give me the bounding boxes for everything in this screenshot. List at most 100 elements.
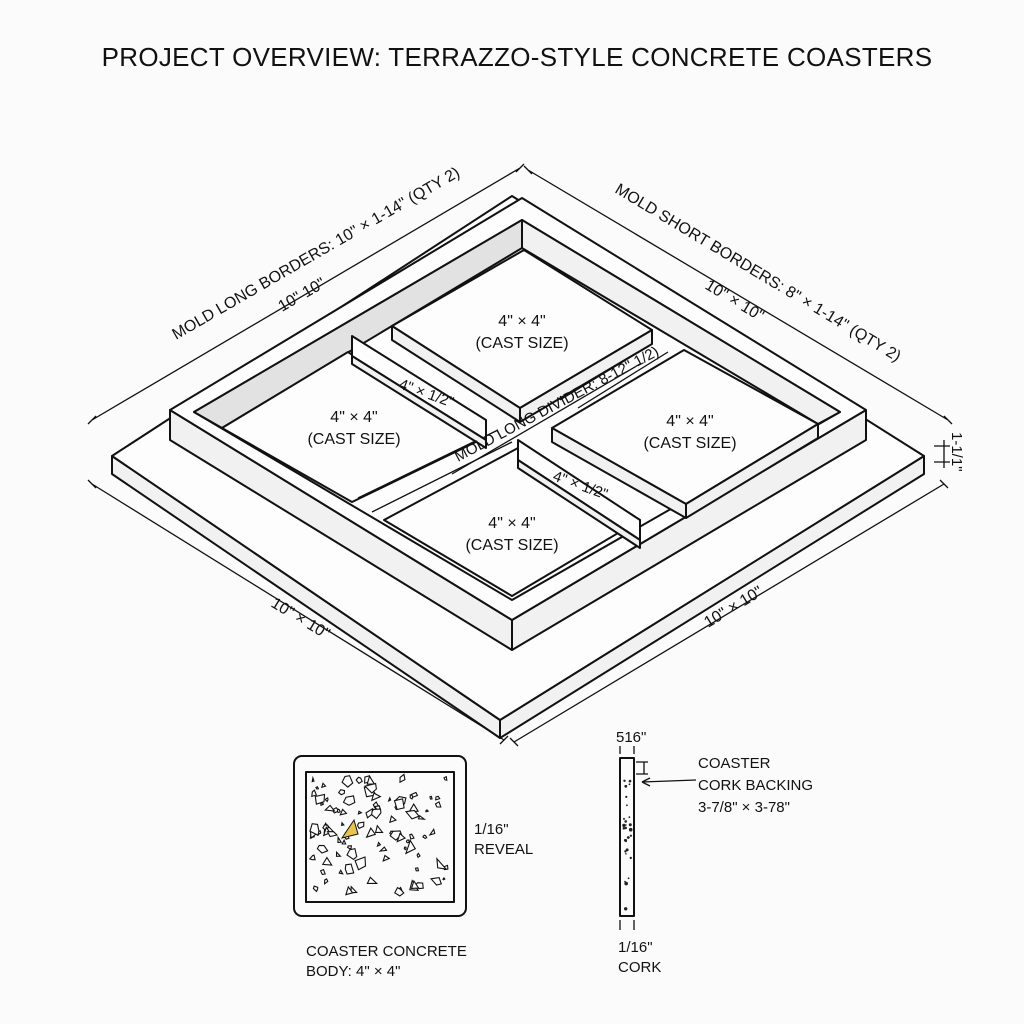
terrazzo-chip bbox=[321, 856, 333, 866]
mold-frame bbox=[169, 197, 867, 651]
terrazzo-chip bbox=[430, 876, 443, 886]
terrazzo-chip bbox=[393, 798, 405, 811]
terrazzo-chip bbox=[365, 807, 374, 819]
terrazzo-chip bbox=[366, 774, 376, 785]
terrazzo-chip bbox=[434, 800, 442, 808]
cork-label-2: CORK BACKING bbox=[698, 777, 813, 794]
terrazzo-chip bbox=[345, 885, 354, 896]
terrazzo-chip bbox=[341, 775, 354, 788]
terrazzo-chip bbox=[428, 827, 436, 836]
terrazzo-chip bbox=[340, 821, 345, 826]
cell-bottom-size: 4" × 4" bbox=[488, 515, 535, 532]
cork-speck bbox=[624, 881, 628, 886]
terrazzo-chip bbox=[405, 839, 410, 844]
terrazzo-chip bbox=[374, 824, 384, 833]
cell-right-size: 4" × 4" bbox=[666, 413, 713, 430]
cork-top-dim: 516" bbox=[616, 729, 646, 746]
terrazzo-chip bbox=[409, 833, 415, 840]
terrazzo-chip bbox=[399, 773, 406, 784]
cell-top bbox=[391, 249, 653, 423]
cork-speck bbox=[622, 827, 626, 830]
cork-speck bbox=[624, 826, 627, 830]
terrazzo-chip bbox=[442, 877, 446, 881]
terrazzo-chip bbox=[443, 775, 448, 781]
terrazzo-chip bbox=[394, 886, 405, 897]
coaster-body-label-1: COASTER CONCRETE bbox=[306, 943, 467, 960]
terrazzo-chip bbox=[324, 797, 329, 803]
cork-speck bbox=[624, 784, 628, 788]
terrazzo-chip bbox=[376, 841, 382, 848]
cork-speck bbox=[625, 824, 627, 826]
cork-speck bbox=[629, 834, 633, 837]
mold-cells bbox=[221, 249, 819, 597]
terrazzo-chip bbox=[354, 856, 367, 871]
terrazzo-chip bbox=[311, 775, 315, 783]
terrazzo-chip bbox=[425, 809, 430, 813]
terrazzo-chip bbox=[315, 786, 320, 790]
coaster-reveal-edge bbox=[305, 771, 455, 903]
terrazzo-chip bbox=[355, 776, 363, 785]
cork-speck bbox=[624, 850, 627, 853]
cell-top-size: 4" × 4" bbox=[498, 313, 545, 330]
terrazzo-accent-chip bbox=[340, 818, 359, 839]
cork-speck bbox=[629, 856, 632, 860]
terrazzo-chip bbox=[429, 795, 433, 800]
terrazzo-chip bbox=[414, 867, 420, 872]
terrazzo-chip bbox=[389, 815, 397, 824]
terrazzo-chip bbox=[365, 827, 377, 839]
cork-speck bbox=[628, 827, 633, 832]
terrazzo-chip bbox=[346, 845, 353, 850]
cork-speck bbox=[623, 817, 625, 820]
coaster-body-label-2: BODY: 4" × 4" bbox=[306, 963, 400, 980]
terrazzo-chip bbox=[323, 804, 336, 812]
cork-side-profile bbox=[619, 757, 635, 917]
cell-right bbox=[551, 349, 819, 519]
terrazzo-chip bbox=[314, 793, 326, 805]
terrazzo-chip bbox=[357, 810, 363, 815]
cork-thickness-label-1: 1/16" bbox=[618, 939, 653, 956]
cork-speck bbox=[628, 816, 631, 819]
terrazzo-chip bbox=[370, 792, 382, 802]
terrazzo-chip bbox=[339, 808, 348, 816]
page-title: PROJECT OVERVIEW: TERRAZZO-STYLE CONCRET… bbox=[102, 42, 933, 72]
terrazzo-chip bbox=[342, 795, 356, 806]
terrazzo-chip bbox=[387, 796, 392, 802]
terrazzo-chip bbox=[311, 789, 318, 798]
cork-label-1: COASTER bbox=[698, 755, 771, 772]
terrazzo-chip bbox=[341, 839, 347, 845]
cork-detail bbox=[619, 746, 697, 930]
cell-labels: 4" × 4" (CAST SIZE) 4" × 4" (CAST SIZE) … bbox=[307, 313, 736, 554]
terrazzo-chip bbox=[335, 850, 342, 857]
terrazzo-chip bbox=[396, 832, 407, 843]
cork-speck bbox=[625, 853, 627, 855]
coaster-detail bbox=[293, 755, 467, 917]
terrazzo-chip bbox=[363, 782, 377, 794]
cork-label-3: 3-7/8" × 3-78" bbox=[698, 799, 790, 816]
cork-speck bbox=[624, 820, 627, 823]
reveal-label-1: 1/16" bbox=[474, 821, 509, 838]
dimension-lines bbox=[87, 163, 953, 747]
cork-speck bbox=[628, 779, 632, 783]
divider-lower bbox=[517, 439, 641, 549]
coaster-outer-edge bbox=[293, 755, 467, 917]
cork-speck bbox=[626, 804, 628, 807]
terrazzo-chip bbox=[422, 834, 428, 840]
cork-thickness-ticks bbox=[636, 761, 648, 775]
cork-speck bbox=[628, 823, 632, 827]
terrazzo-chip bbox=[338, 869, 344, 875]
terrazzo-chip bbox=[324, 878, 329, 885]
terrazzo-chip bbox=[410, 879, 420, 889]
terrazzo-chip bbox=[416, 852, 421, 859]
cork-arrow bbox=[641, 777, 697, 787]
terrazzo-chip bbox=[404, 809, 421, 820]
terrazzo-chip bbox=[346, 847, 358, 861]
terrazzo-chip bbox=[435, 795, 441, 801]
terrazzo-chip bbox=[316, 844, 329, 854]
terrazzo-chip bbox=[312, 885, 319, 893]
terrazzo-chip bbox=[366, 876, 379, 884]
terrazzo-chip bbox=[403, 846, 407, 851]
cork-speck bbox=[622, 823, 626, 828]
reveal-label-2: REVEAL bbox=[474, 841, 533, 858]
terrazzo-chip bbox=[382, 854, 391, 862]
